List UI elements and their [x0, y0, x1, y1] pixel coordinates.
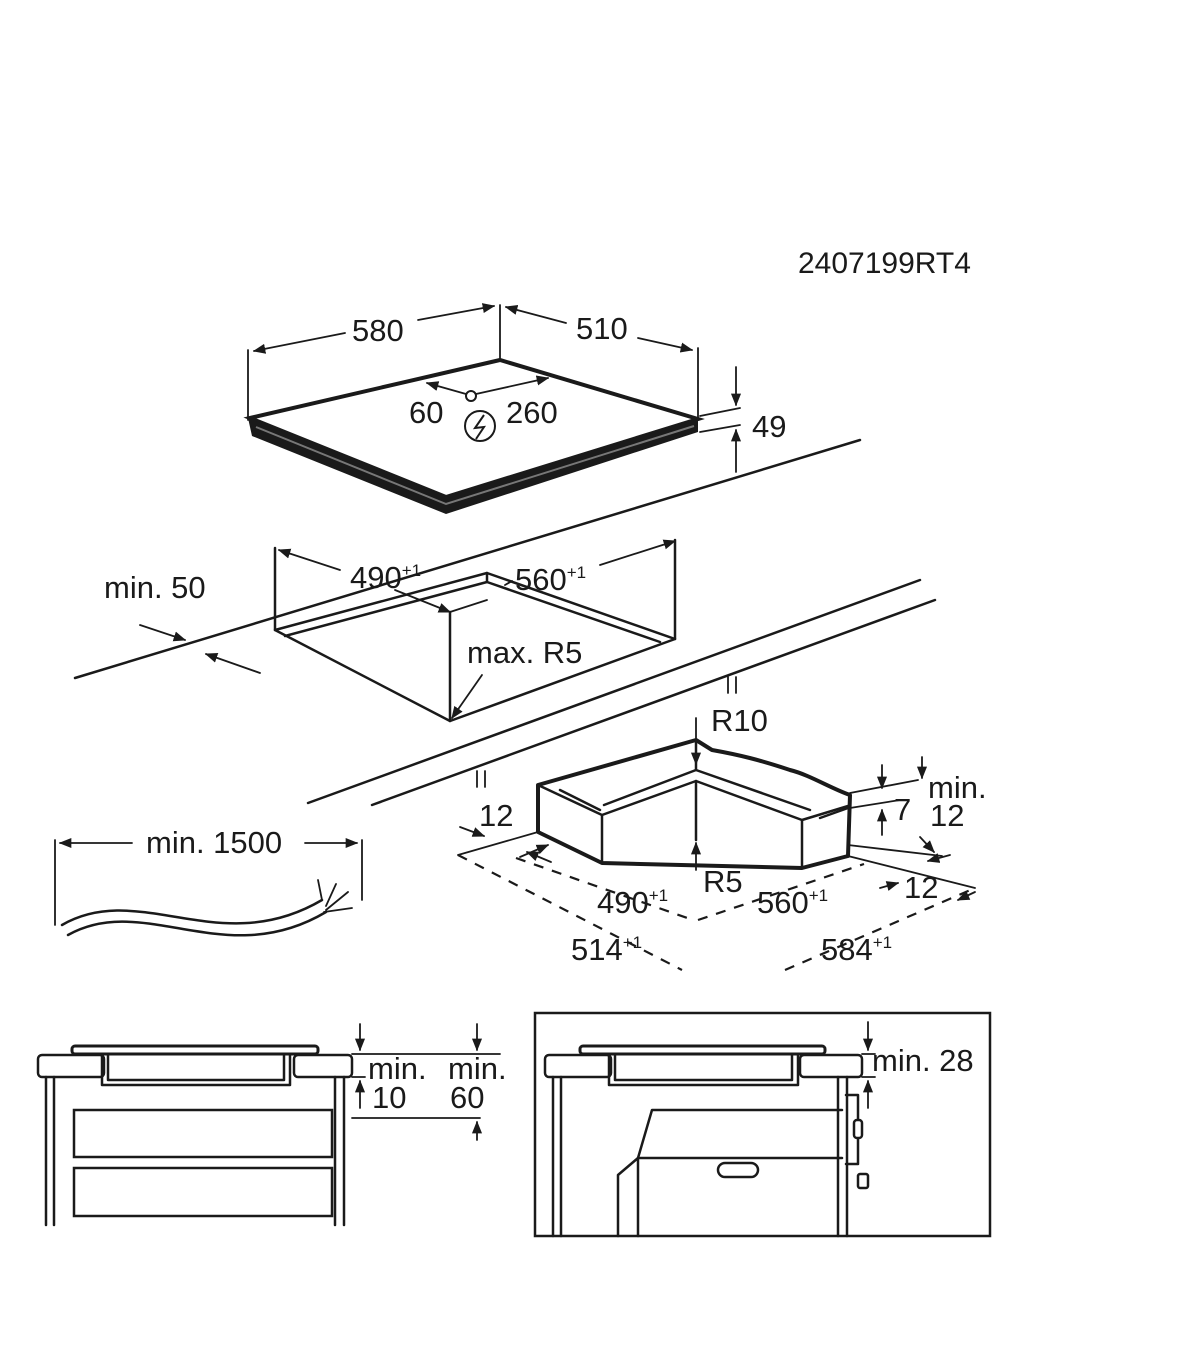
frame-outer-width-label: 514+1 [571, 932, 642, 967]
cutout-depth-label: 560+1 [515, 562, 586, 597]
cable-offset-a-label: 60 [409, 395, 443, 430]
frame-dimensions [457, 756, 976, 972]
drawer-min-b-label: min. [448, 1051, 507, 1086]
frame-radius-inner-label: R5 [703, 864, 743, 899]
cutout-width-label: 490+1 [350, 560, 421, 595]
drawer-min-b-value: 60 [450, 1080, 484, 1115]
frame-edge-right-label: 12 [904, 870, 938, 905]
drawer-min-a-value: 10 [372, 1080, 406, 1115]
frame-inner-width-label: 490+1 [597, 885, 668, 920]
drawer-min-a-label: min. [368, 1051, 427, 1086]
drawing-code: 2407199RT4 [798, 247, 971, 280]
oven-min-label: min. 28 [872, 1043, 974, 1078]
frame-edge-left-label: 12 [479, 798, 513, 833]
section-oven-unit [533, 1011, 992, 1238]
hob-height-label: 49 [752, 409, 786, 444]
hob-depth-label: 510 [576, 311, 628, 346]
hob-3d [243, 357, 705, 514]
frame-outer-depth-label: 584+1 [821, 932, 892, 967]
power-cable [54, 837, 363, 937]
worktop-cutout [73, 438, 937, 807]
min-front-label: min. 50 [104, 570, 206, 605]
frame-min-value: 12 [930, 798, 964, 833]
section-drawer-unit [36, 1023, 501, 1227]
frame-radius-top-label: R10 [711, 703, 768, 738]
break-marks [476, 676, 737, 788]
cutout-dimensions [139, 539, 677, 720]
max-radius-label: max. R5 [467, 635, 582, 670]
hob-dimensions [247, 303, 742, 473]
electric-connection-icon [464, 410, 496, 442]
hob-width-label: 580 [352, 313, 404, 348]
cable-offset-b-label: 260 [506, 395, 558, 430]
frame-min-label: min. [928, 770, 987, 805]
cable-length-label: min. 1500 [146, 825, 282, 860]
frame-inner-depth-label: 560+1 [757, 885, 828, 920]
frame-step-label: 7 [894, 792, 911, 827]
frame-3d [536, 717, 852, 871]
